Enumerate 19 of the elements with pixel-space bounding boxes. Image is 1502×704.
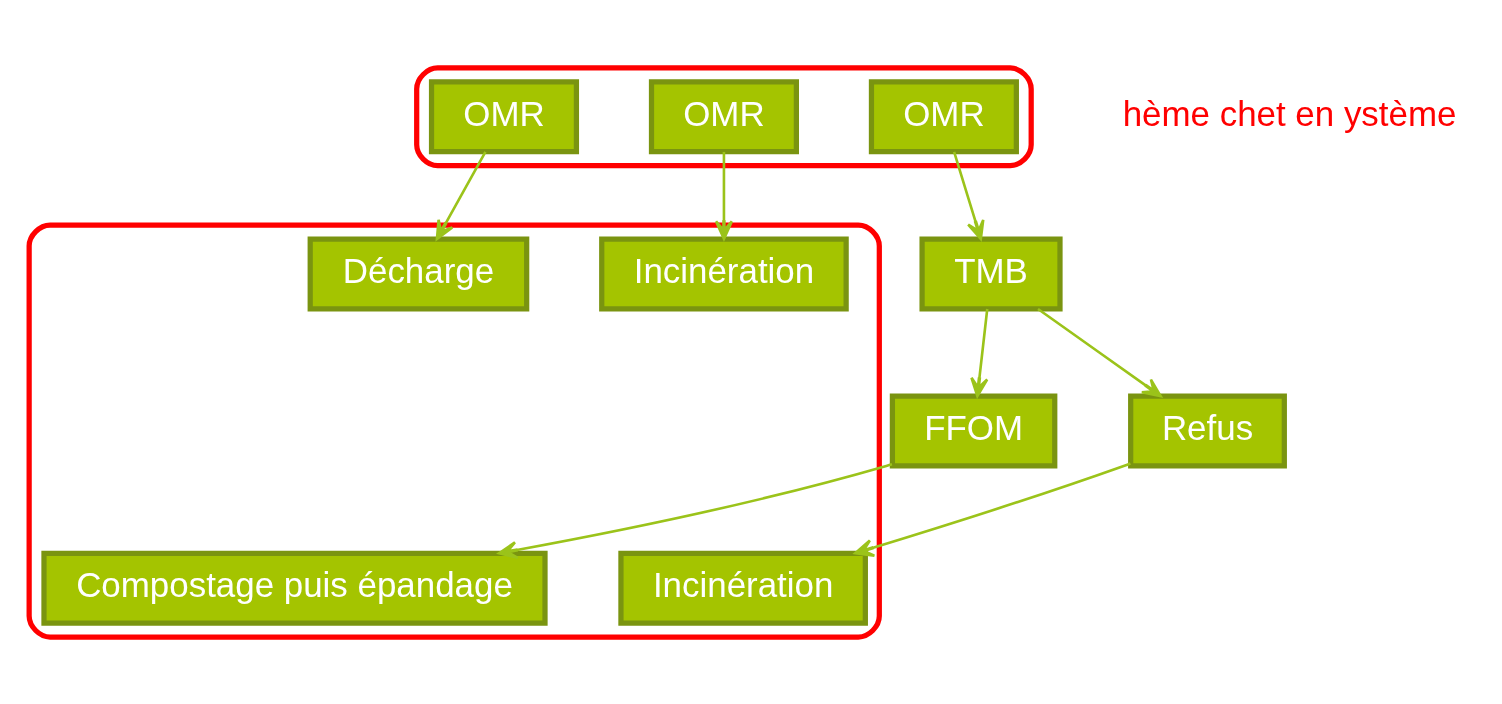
node-box: OMR bbox=[648, 78, 799, 154]
node-box: OMR bbox=[428, 78, 580, 154]
arrow bbox=[497, 462, 893, 559]
node-box: Compostage puis épandage bbox=[41, 550, 548, 626]
node-box: Refus bbox=[1128, 393, 1287, 469]
arrow bbox=[1037, 307, 1162, 397]
arrow bbox=[952, 151, 985, 240]
arrow bbox=[854, 461, 1131, 557]
label: hème chet en ystème bbox=[1122, 93, 1457, 133]
node-box: Incinération bbox=[618, 550, 868, 626]
node-box: TMB bbox=[919, 235, 1063, 311]
node-box: FFOM bbox=[889, 393, 1058, 469]
cluster bbox=[414, 64, 1034, 168]
arrow bbox=[714, 151, 734, 240]
arrow bbox=[435, 150, 487, 240]
arrow bbox=[970, 308, 989, 397]
node-box: Décharge bbox=[307, 235, 530, 311]
node-box: Incinération bbox=[599, 235, 849, 311]
node-box: OMR bbox=[868, 78, 1019, 154]
